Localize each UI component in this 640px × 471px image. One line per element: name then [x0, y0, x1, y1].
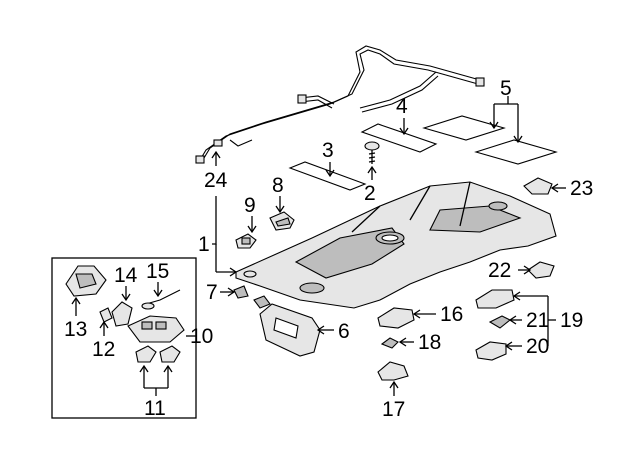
inset-parts	[65, 265, 185, 363]
wire-harness	[195, 45, 485, 164]
callout-9: 9	[244, 194, 256, 217]
callout-12: 12	[92, 338, 115, 361]
callout-5: 5	[500, 77, 512, 100]
callout-22: 22	[488, 259, 511, 282]
lens-11a	[135, 345, 157, 363]
callout-23: 23	[570, 177, 593, 200]
clip-21	[488, 315, 512, 329]
callout-7: 7	[206, 281, 218, 304]
callout-24: 24	[204, 169, 228, 192]
callout-1: 1	[198, 233, 210, 256]
callout-3: 3	[322, 139, 334, 162]
pad-3	[288, 161, 367, 191]
callout-15: 15	[146, 260, 169, 283]
callout-2: 2	[364, 182, 376, 205]
clip-18	[380, 337, 399, 349]
lamp-20	[475, 341, 507, 361]
callout-19: 19	[560, 309, 583, 332]
wire-15	[145, 289, 181, 305]
lens-11b	[159, 345, 181, 363]
sun-visor	[253, 295, 321, 357]
callout-14: 14	[114, 264, 138, 287]
bracket-8	[269, 211, 295, 231]
callout-10: 10	[190, 325, 213, 348]
screw-2	[364, 141, 380, 164]
bracket-23	[523, 177, 553, 195]
clip-7	[233, 285, 249, 299]
lamp-19	[475, 289, 515, 309]
callout-18: 18	[418, 331, 441, 354]
callout-6: 6	[338, 320, 350, 343]
leader-lines	[71, 96, 566, 396]
callout-8: 8	[272, 174, 284, 197]
pad-4	[360, 123, 438, 153]
callout-20: 20	[526, 335, 549, 358]
pad-5-rear	[474, 139, 558, 165]
handle-17	[377, 361, 409, 381]
sound-pads	[288, 115, 558, 191]
pad-5-front	[422, 115, 506, 141]
headliner	[235, 181, 557, 309]
callout-17: 17	[382, 398, 405, 421]
callout-4: 4	[396, 95, 408, 118]
inset-box	[51, 257, 197, 419]
bracket-9	[235, 233, 257, 249]
callout-21: 21	[526, 309, 549, 332]
callout-16: 16	[440, 303, 463, 326]
callout-labels: 1 2 3 4 5 6 7 8 9 10 11 12 13 14 15 16 1…	[64, 77, 593, 421]
lamp-16	[377, 307, 415, 329]
bracket-22	[527, 261, 555, 279]
bulb-12	[99, 307, 113, 323]
switch-14	[111, 301, 133, 327]
callout-13: 13	[64, 318, 87, 341]
callout-11: 11	[144, 397, 166, 420]
